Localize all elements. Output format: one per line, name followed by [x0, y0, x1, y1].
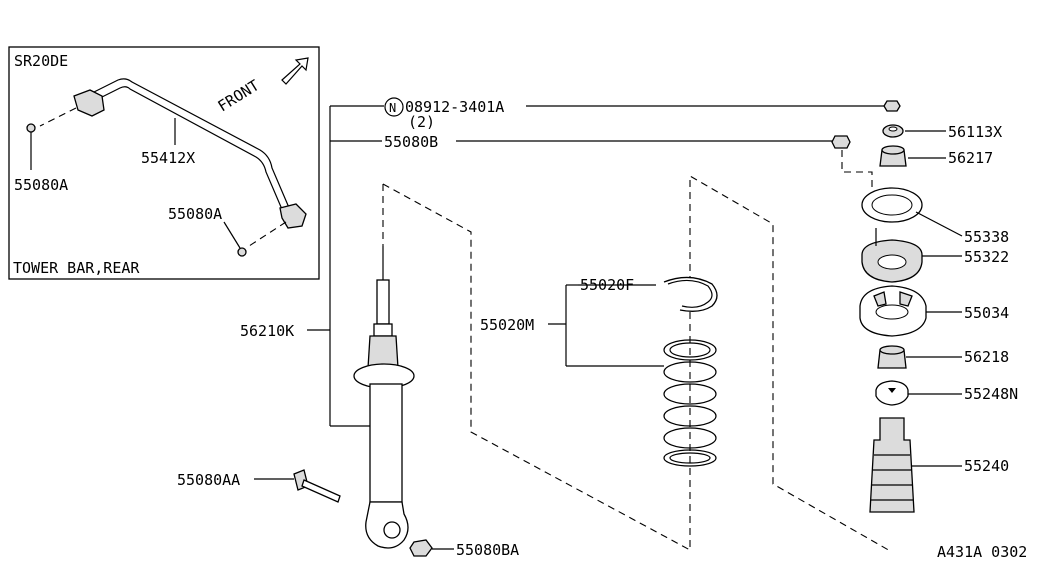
diagram-code: A431A 0302: [937, 543, 1027, 561]
leader-lines: [307, 105, 886, 427]
label-55240: 55240: [964, 457, 1009, 475]
shock-body: [369, 383, 403, 503]
label-55338: 55338: [964, 228, 1009, 246]
label-56113X: 56113X: [948, 123, 1002, 141]
inset-part-55080A-left: 55080A: [14, 176, 68, 194]
label-55020M: 55020M: [480, 316, 534, 334]
n-symbol-icon: [384, 97, 404, 117]
inset-bolt-path-right: [245, 221, 287, 249]
inset-part-55080A-right: 55080A: [168, 205, 222, 223]
label-08912-3401A: 08912-3401A: [405, 98, 504, 116]
label-55020F: 55020F: [580, 276, 634, 294]
nut-55080BA: 55080BA: [409, 539, 519, 559]
label-55080B: 55080B: [384, 133, 438, 151]
tower-bar-left-bracket: [73, 89, 105, 117]
engine-label: SR20DE: [14, 52, 68, 70]
nut-55080B-icon: [831, 135, 851, 149]
nut-55080BA-icon: [409, 539, 433, 557]
label-56218: 56218: [964, 348, 1009, 366]
label-55322: 55322: [964, 248, 1009, 266]
shock-absorber: [353, 246, 415, 549]
mount-stack: 56113X 56217 55338 55322 55034 56218 552: [831, 100, 1018, 513]
leader-inset-55080A-right: [223, 221, 241, 249]
shock-bump-boot: [367, 335, 399, 369]
coil-spring-group: 55020F 55020M: [480, 276, 718, 467]
tower-bar-inset: SR20DE TOWER BAR,REAR 55080A 55412X 5508…: [8, 46, 320, 280]
inset-bolt-path-left: [39, 107, 77, 127]
tower-bar-upper: [77, 78, 291, 211]
bolt-55080AA: 55080AA: [177, 469, 341, 503]
dust-boot-55240-icon: [869, 417, 915, 513]
nut-path: [841, 150, 873, 190]
coil-spring-55020M-icon: [663, 339, 717, 467]
label-qty-2: (2): [408, 113, 435, 131]
label-55248N: 55248N: [964, 385, 1018, 403]
bolt-right-icon: [237, 247, 247, 257]
spring-seat-55020F-icon: [663, 276, 718, 312]
tower-bar-lower: [83, 86, 285, 215]
shock-rod: [376, 279, 390, 325]
label-55080BA: 55080BA: [456, 541, 519, 559]
nut-icon: [883, 100, 901, 112]
inset-frame: [8, 46, 320, 280]
front-arrow-icon: [281, 57, 309, 85]
tower-bar-right-bracket: [279, 203, 307, 229]
bolt-left-icon: [26, 123, 36, 133]
label-55034: 55034: [964, 304, 1009, 322]
assembly-dashed-outline: [382, 175, 893, 553]
inset-part-55412X: 55412X: [141, 149, 195, 167]
leader-55338: [915, 211, 963, 237]
label-55080AA: 55080AA: [177, 471, 240, 489]
n-symbol-text: N: [389, 101, 396, 115]
label-56217: 56217: [948, 149, 993, 167]
label-56210K: 56210K: [240, 322, 294, 340]
assembly-outlines: [382, 175, 893, 553]
inset-title: TOWER BAR,REAR: [13, 259, 140, 277]
front-label: FRONT: [215, 76, 263, 115]
